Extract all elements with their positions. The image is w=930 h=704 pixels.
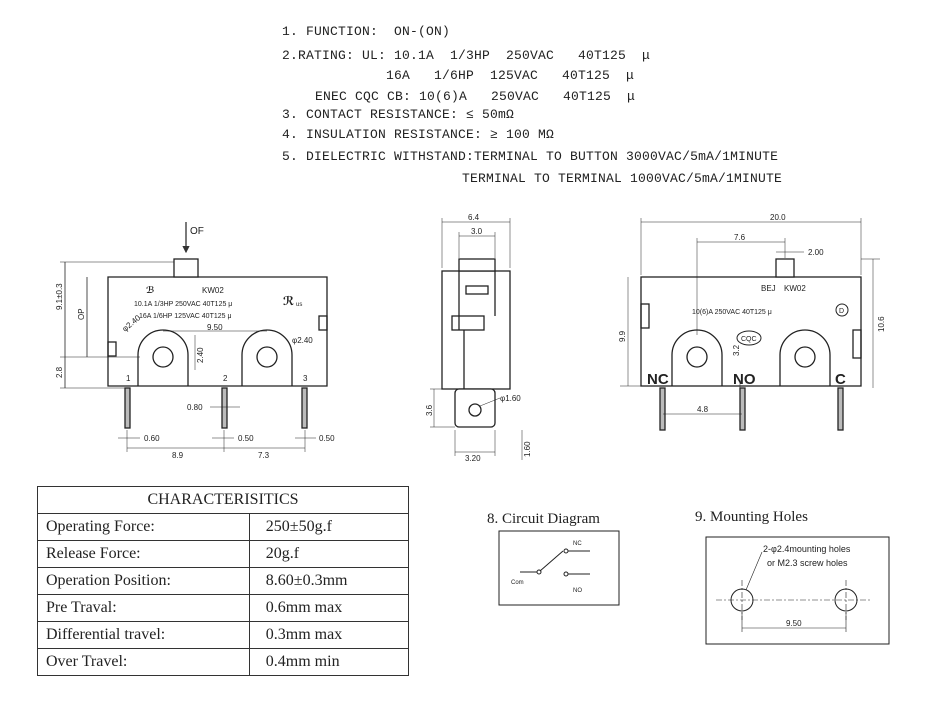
circuit-nc: NC <box>573 541 582 547</box>
row-value: 20g.f <box>248 540 410 568</box>
of-label: OF <box>190 226 204 237</box>
mount-spacing: 9.50 <box>786 619 802 628</box>
front-rating-1: 10.1A 1/3HP 250VAC 40T125 μ <box>134 301 232 308</box>
side-dim-pin-thk: 1.60 <box>523 441 532 457</box>
dim-pin-w2: 0.50 <box>238 434 254 443</box>
enec-mark-icon <box>835 303 849 317</box>
table-row: Pre Traval: 0.6mm max <box>37 594 410 622</box>
row-value: 250±50g.f <box>248 513 410 541</box>
dim-pin-w1: 0.60 <box>144 434 160 443</box>
row-label: Release Force: <box>37 540 250 568</box>
spec-rating-16a: 16A 1/6HP 125VAC 40T125 μ <box>386 68 635 83</box>
side-dim-pin-hole: φ1.60 <box>500 394 521 403</box>
row-label: Over Travel: <box>37 648 250 676</box>
back-dim-height-total: 10.6 <box>877 316 886 332</box>
enec-d-icon: D <box>839 308 844 315</box>
back-dim-offset-1: 7.6 <box>734 233 746 242</box>
dim-pin-thick: 0.80 <box>187 403 203 412</box>
back-brand: BEJ <box>761 284 776 293</box>
mounting-holes <box>705 536 890 645</box>
dim-pin-w3: 0.50 <box>319 434 335 443</box>
dim-hole-offset: 2.40 <box>196 347 205 363</box>
row-value: 0.6mm max <box>248 594 410 622</box>
mount-note-2: or M2.3 screw holes <box>767 558 848 568</box>
spec-insulation-resistance: 4. INSULATION RESISTANCE: ≥ 100 MΩ <box>282 127 555 142</box>
back-view <box>620 218 880 431</box>
row-value: 8.60±0.3mm <box>248 567 410 595</box>
spec-dielectric-1: 5. DIELECTRIC WITHSTAND:TERMINAL TO BUTT… <box>282 149 779 164</box>
characteristics-header-row: CHARACTERISITICS <box>37 486 409 514</box>
ul-mark-text: us <box>296 302 302 308</box>
table-row: Release Force: 20g.f <box>37 540 410 568</box>
row-value: 0.4mm min <box>248 648 410 676</box>
back-dim-offset-2: 2.00 <box>808 248 824 257</box>
ul-mark-icon: ℛ <box>283 294 294 308</box>
table-row: Over Travel: 0.4mm min <box>37 648 410 676</box>
row-label: Pre Traval: <box>37 594 250 622</box>
terminal-nc: NC <box>647 371 669 388</box>
terminal-c: C <box>835 371 846 388</box>
dim-span-2: 7.3 <box>258 451 270 460</box>
dim-width-center: 9.50 <box>207 323 223 332</box>
table-row: Operation Position: 8.60±0.3mm <box>37 567 410 595</box>
spec-rating-ul: 2.RATING: UL: 10.1A 1/3HP 250VAC 40T125 … <box>282 48 651 63</box>
characteristics-header: CHARACTERISITICS <box>37 486 409 514</box>
side-dim-pin-len: 3.6 <box>425 404 434 416</box>
dim-height-total: 9.1±0.3 <box>55 283 64 310</box>
cqc-mark-icon <box>736 330 762 346</box>
front-view <box>60 222 328 452</box>
spec-rating-enec: ENEC CQC CB: 10(6)A 250VAC 40T125 μ <box>315 89 636 104</box>
row-label: Operation Position: <box>37 567 250 595</box>
terminal-no: NO <box>733 371 756 388</box>
row-value: 0.3mm max <box>248 621 410 649</box>
front-brand-icon: ℬ <box>146 285 154 295</box>
spec-dielectric-2: TERMINAL TO TERMINAL 1000VAC/5mA/1MINUTE <box>462 171 783 186</box>
circuit-no: NO <box>573 588 582 594</box>
back-dim-pin-gap: 4.8 <box>697 405 709 414</box>
back-dim-height-body: 9.9 <box>618 330 627 342</box>
table-row: Operating Force: 250±50g.f <box>37 513 410 541</box>
mount-note-1: 2-φ2.4mounting holes <box>763 544 851 554</box>
circuit-title: 8. Circuit Diagram <box>487 511 600 527</box>
terminal-3: 3 <box>303 374 308 383</box>
dim-bottom: 2.8 <box>55 366 64 378</box>
terminal-2: 2 <box>223 374 228 383</box>
side-view <box>430 218 523 460</box>
characteristics-table: CHARACTERISITICS Operating Force: 250±50… <box>37 486 410 676</box>
side-dim-width: 6.4 <box>468 213 480 222</box>
spec-function: 1. FUNCTION: ON-(ON) <box>282 24 451 39</box>
side-dim-button: 3.0 <box>471 227 483 236</box>
back-dim-small: 3.2 <box>732 344 741 356</box>
table-row: Differential travel: 0.3mm max <box>37 621 410 649</box>
back-rating: 10(6)A 250VAC 40T125 μ <box>692 309 772 316</box>
dim-op: OP <box>77 308 86 320</box>
back-dim-width: 20.0 <box>770 213 786 222</box>
terminal-1: 1 <box>126 374 131 383</box>
side-dim-pin-w: 3.20 <box>465 454 481 463</box>
circuit-diagram <box>498 530 620 606</box>
dim-hole-dia-2: φ2.40 <box>292 336 313 345</box>
back-cqc: CQC <box>741 336 757 343</box>
row-label: Differential travel: <box>37 621 250 649</box>
mounting-title: 9. Mounting Holes <box>695 509 808 525</box>
dim-span-1: 8.9 <box>172 451 184 460</box>
spec-contact-resistance: 3. CONTACT RESISTANCE: ≤ 50mΩ <box>282 107 515 122</box>
circuit-com: Com <box>511 580 524 586</box>
front-rating-2: 16A 1/6HP 125VAC 40T125 μ <box>139 313 232 320</box>
row-label: Operating Force: <box>37 513 250 541</box>
front-model: KW02 <box>202 286 224 295</box>
back-model: KW02 <box>784 284 806 293</box>
